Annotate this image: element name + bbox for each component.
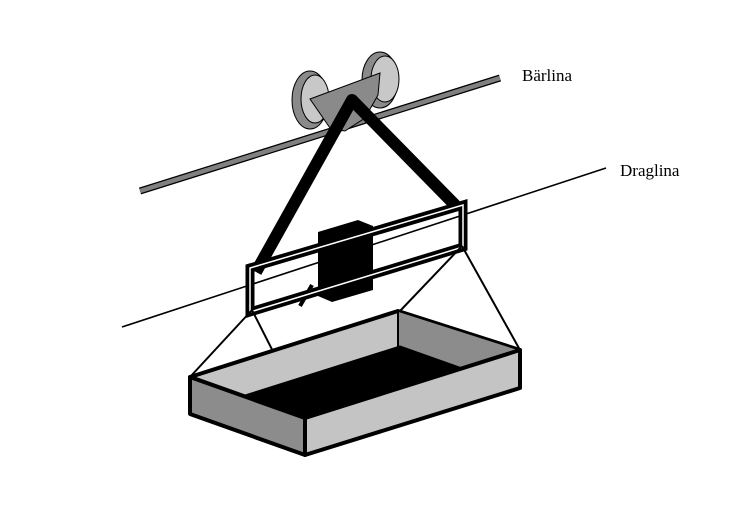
track-rope-label: Bärlina [522, 66, 573, 85]
haul-rope-label: Draglina [620, 161, 680, 180]
track-rope [138, 74, 502, 195]
hanger-arm [250, 94, 463, 275]
tray [188, 309, 522, 457]
